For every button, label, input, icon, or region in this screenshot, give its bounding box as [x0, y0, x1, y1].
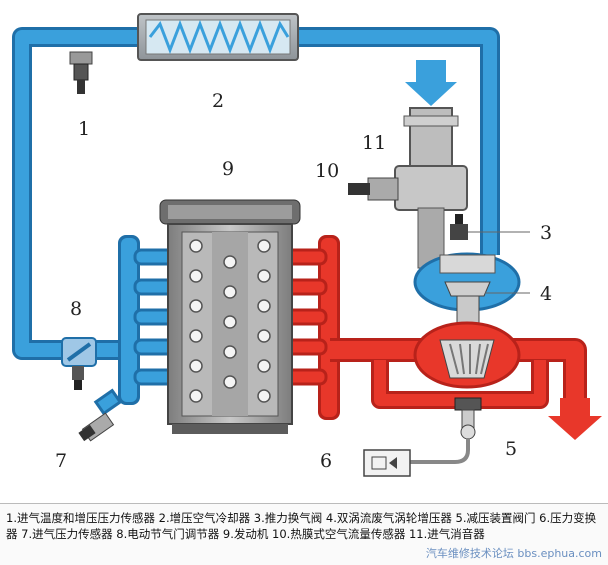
label-2: 2	[212, 90, 225, 112]
label-4: 4	[540, 283, 553, 305]
air-filter-silencer	[403, 107, 459, 167]
label-8: 8	[70, 298, 83, 320]
turbo-compressor-housing	[413, 207, 521, 335]
label-5: 5	[505, 438, 518, 460]
hot-film-air-mass-meter	[348, 165, 468, 211]
watermark: 汽车维修技术论坛 bbs.ephua.com	[425, 547, 602, 560]
label-3: 3	[540, 222, 553, 244]
vacuum-line	[410, 438, 470, 464]
intake-pressure-sensor	[78, 412, 115, 442]
diverter-valve	[450, 214, 468, 240]
air-inlet-arrow	[405, 60, 457, 106]
engine-block	[159, 199, 301, 434]
leader-lines	[468, 231, 530, 294]
exhaust-outlet-arrow	[548, 398, 602, 440]
turbo-system-diagram	[12, 13, 602, 477]
charge-air-cooler	[137, 13, 299, 61]
label-1: 1	[78, 118, 91, 140]
label-6: 6	[320, 450, 333, 472]
label-7: 7	[55, 450, 68, 472]
intake-temp-boost-sensor	[69, 51, 93, 94]
legend-text: 1.进气温度和增压压力传感器 2.增压空气冷却器 3.推力换气阀 4.双涡流废气…	[6, 511, 597, 541]
label-11: 11	[362, 132, 387, 154]
pressure-transducer	[363, 449, 411, 477]
legend-caption: 1.进气温度和增压压力传感器 2.增压空气冷却器 3.推力换气阀 4.双涡流废气…	[0, 503, 608, 565]
electronic-throttle	[61, 337, 97, 390]
label-10: 10	[315, 160, 340, 182]
wastegate-valve	[454, 397, 482, 440]
intake-manifold	[93, 235, 185, 416]
label-9: 9	[222, 158, 235, 180]
turbine-housing	[413, 321, 521, 389]
